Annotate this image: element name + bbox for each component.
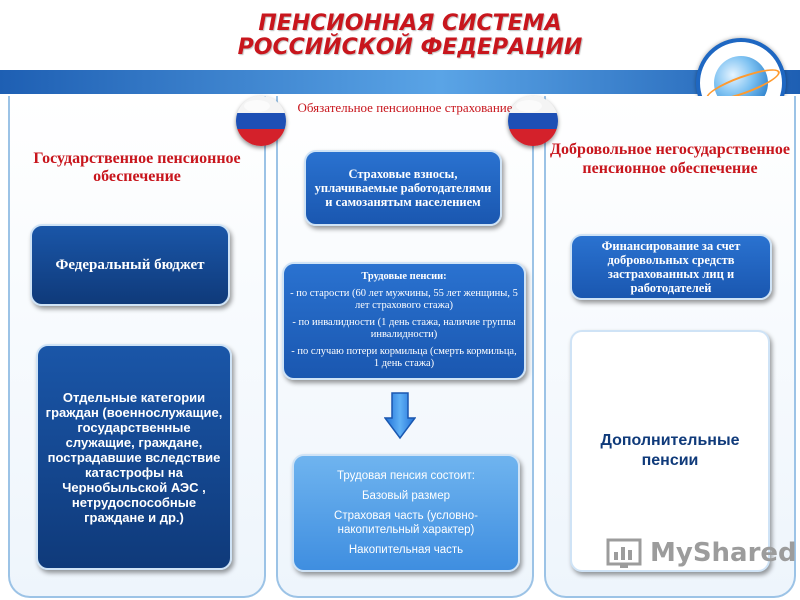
russian-flag-ball-icon [508,96,558,146]
title-line-2: РОССИЙСКОЙ ФЕДЕРАЦИИ [237,35,583,60]
header: ПЕНСИОННАЯ СИСТЕМА РОССИЙСКОЙ ФЕДЕРАЦИИ [0,0,800,128]
composition-base: Базовый размер [362,490,450,502]
column-heading-state: Государственное пенсионное обеспечение [33,150,241,185]
composition-funded: Накопительная часть [348,544,464,556]
column-heading-voluntary: Добровольное негосударственное пенсионно… [550,141,790,177]
russian-flag-ball-icon [236,96,286,146]
composition-title: Трудовая пенсия состоит: [337,470,475,482]
column-voluntary-pension: Добровольное негосударственное пенсионно… [544,96,796,598]
box-insurance-contributions: Страховые взносы, уплачиваемые работодат… [304,150,502,226]
labor-pension-disability: - по инвалидности (1 день стажа, наличие… [292,316,516,341]
down-arrow-icon [384,392,416,440]
labor-pension-old-age: - по старости (60 лет мужчины, 55 лет же… [290,287,518,312]
page-title: ПЕНСИОННАЯ СИСТЕМА РОССИЙСКОЙ ФЕДЕРАЦИИ [200,12,620,60]
box-additional-pensions: Дополнительные пенсии [570,330,770,572]
box-voluntary-funding: Финансирование за счет добровольных сред… [570,234,772,300]
title-line-1: ПЕНСИОННАЯ СИСТЕМА [258,11,562,36]
column-heading-mandatory: Обязательное пенсионное страхование [297,100,513,115]
watermark: MyShared [606,536,797,570]
column-mandatory-insurance: Обязательное пенсионное страхование Стра… [276,96,534,598]
header-band [0,70,800,94]
box-labor-pensions: Трудовые пенсии: - по старости (60 лет м… [282,262,526,380]
myshared-logo-icon [606,538,642,568]
composition-insurance: Страховая часть (условно-накопительный х… [334,510,478,536]
labor-pensions-title: Трудовые пенсии: [361,271,447,283]
watermark-text: MyShared [650,538,797,568]
column-state-pension: Государственное пенсионное обеспечение Ф… [8,96,266,598]
box-citizen-categories: Отдельные категории граждан (военнослужа… [36,344,232,570]
box-federal-budget: Федеральный бюджет [30,224,230,306]
box-pension-composition: Трудовая пенсия состоит: Базовый размер … [292,454,520,572]
labor-pension-survivor: - по случаю потери кормильца (смерть кор… [291,345,517,370]
